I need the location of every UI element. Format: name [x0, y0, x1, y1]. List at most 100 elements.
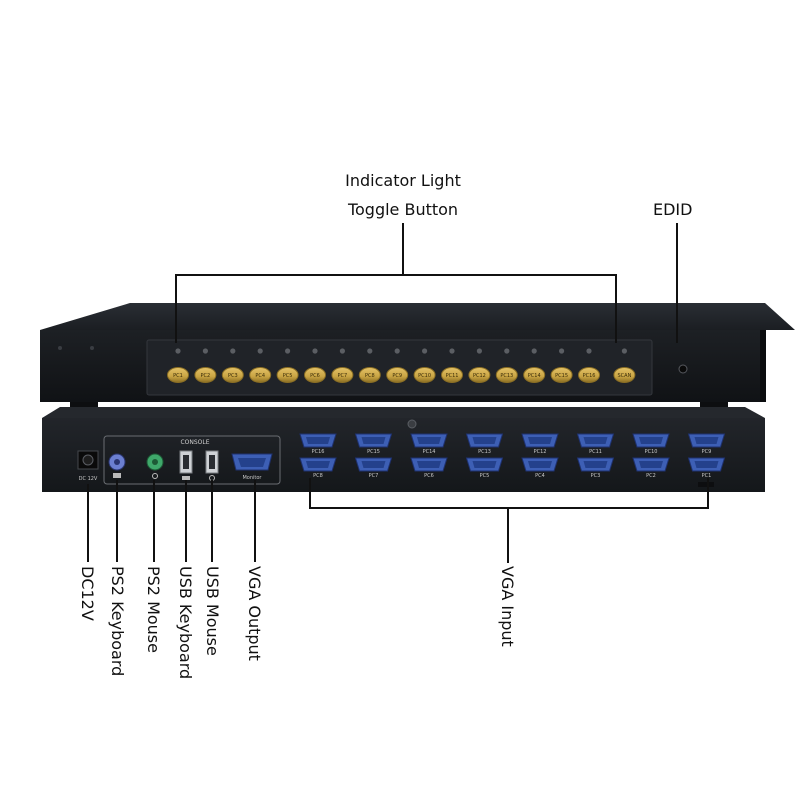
- vga-output-port[interactable]: Monitor: [231, 453, 273, 481]
- vga-input-port-label-pc12: PC12: [534, 449, 547, 455]
- indicator-led-pc6: [312, 348, 318, 354]
- vga-input-port-socket-pc5: [472, 461, 497, 468]
- indicator-led-pc13: [504, 348, 510, 354]
- toggle-button-pc13[interactable]: [495, 367, 518, 383]
- usb-keyboard-port[interactable]: [179, 450, 193, 480]
- indicator-callout-line1: Indicator Light: [345, 171, 461, 190]
- rear-unit-top-face: [42, 407, 765, 418]
- toggle-button-label-pc5: PC5: [283, 373, 293, 379]
- rear-ground-screw: [407, 419, 417, 429]
- indicator-led-pc3: [230, 348, 236, 354]
- indicator-led-pc9: [394, 348, 400, 354]
- vga-output-callout: VGA Output: [245, 566, 264, 661]
- ps2-keyboard-port[interactable]: [108, 453, 126, 478]
- toggle-button-label-pc11: PC11: [446, 373, 459, 379]
- indicator-led-scan: [621, 348, 628, 354]
- front-foot-right: [700, 402, 728, 407]
- indicator-led-pc12: [476, 348, 482, 354]
- vga-input-port-label-pc5: PC5: [480, 473, 490, 479]
- rear-unit-face: [42, 418, 765, 492]
- dc12v-port[interactable]: DC 12V: [77, 450, 99, 482]
- vga-input-port-socket-pc11: [583, 437, 608, 444]
- rear-foot-right: [698, 482, 714, 487]
- toggle-button-pc14[interactable]: [523, 367, 546, 383]
- vga-input-port-socket-pc9: [694, 437, 719, 444]
- toggle-button-label-pc15: PC15: [555, 373, 568, 379]
- front-screw-left-2: [90, 346, 94, 350]
- toggle-button-label-pc13: PC13: [500, 373, 513, 379]
- vga-input-port-socket-pc8: [306, 461, 330, 468]
- dc12v-callout: DC12V: [78, 566, 97, 621]
- toggle-button-pc12[interactable]: [468, 367, 491, 383]
- toggle-button-label-pc1: PC1: [173, 373, 183, 379]
- vga-input-port-socket-pc4: [528, 461, 552, 468]
- dc12v-port-label: DC 12V: [79, 476, 98, 482]
- toggle-button-pc15[interactable]: [550, 367, 573, 383]
- front-unit-side-edge: [760, 330, 766, 402]
- vga-input-port-label-pc6: PC6: [424, 473, 434, 479]
- front-foot-left: [70, 402, 98, 407]
- console-panel: [103, 435, 281, 485]
- indicator-led-pc16: [586, 348, 592, 354]
- toggle-button-pc10[interactable]: [413, 367, 436, 383]
- toggle-button-row: PC1 PC2 PC3 PC4 PC5 PC6 PC7 PC8 PC9 PC10 PC11 PC12 P…: [167, 348, 636, 383]
- front-unit-top-face: [40, 303, 795, 330]
- toggle-button-pc7[interactable]: [331, 367, 354, 383]
- indicator-led-pc10: [422, 348, 428, 354]
- toggle-button-pc1[interactable]: [167, 367, 189, 383]
- indicator-bracket: [175, 274, 617, 343]
- toggle-button-label-pc6: PC6: [310, 373, 320, 379]
- toggle-button-label-pc7: PC7: [338, 373, 348, 379]
- toggle-button-label-pc9: PC9: [392, 373, 402, 379]
- usb-keyboard-callout: USB Keyboard: [176, 566, 195, 680]
- ps2-mouse-port[interactable]: [146, 453, 164, 479]
- toggle-button-pc4[interactable]: [249, 367, 272, 383]
- indicator-led-pc4: [257, 348, 263, 354]
- toggle-button-label-pc10: PC10: [418, 373, 431, 379]
- toggle-button-scan[interactable]: [613, 367, 636, 383]
- indicator-led-pc7: [339, 348, 345, 354]
- edid-callout: EDID: [653, 200, 693, 219]
- toggle-button-label-pc2: PC2: [201, 373, 211, 379]
- vga-input-port-socket-pc7: [361, 461, 386, 468]
- ps2-keyboard-callout: PS2 Keyboard: [108, 566, 127, 677]
- usb-mouse-port[interactable]: [205, 450, 219, 481]
- indicator-led-pc2: [202, 348, 208, 354]
- vga-input-port-label-pc7: PC7: [369, 473, 379, 479]
- indicator-led-pc1: [175, 348, 181, 354]
- vga-input-port-label-pc14: PC14: [423, 449, 436, 455]
- toggle-button-label-pc12: PC12: [473, 373, 486, 379]
- toggle-button-pc9[interactable]: [386, 367, 409, 383]
- toggle-button-pc8[interactable]: [358, 367, 381, 383]
- toggle-button-pc5[interactable]: [276, 367, 299, 383]
- callout-lines: [87, 223, 709, 563]
- rear-unit: DC 12V CONSOLE Monitor: [42, 407, 765, 492]
- toggle-button-pc2[interactable]: [194, 367, 217, 383]
- vga-input-port-socket-pc10: [639, 437, 663, 444]
- toggle-button-label-pc3: PC3: [228, 373, 238, 379]
- indicator-callout-line2: Toggle Button: [347, 200, 459, 219]
- toggle-button-label-pc14: PC14: [528, 373, 541, 379]
- toggle-button-pc6[interactable]: [304, 367, 326, 383]
- toggle-button-pc3[interactable]: [221, 367, 244, 383]
- vga-input-port-socket-pc12: [528, 437, 552, 444]
- vga-input-port-socket-pc3: [583, 461, 608, 468]
- vga-input-port-socket-pc1: [694, 461, 719, 468]
- toggle-button-label-pc4: PC4: [255, 373, 265, 379]
- toggle-button-pc16[interactable]: [578, 367, 600, 383]
- toggle-button-label-pc16: PC16: [583, 373, 596, 379]
- vga-input-port-socket-pc14: [417, 437, 441, 444]
- edid-button[interactable]: [678, 364, 688, 374]
- vga-input-port-socket-pc13: [472, 437, 497, 444]
- toggle-button-label-pc8: PC8: [365, 373, 375, 379]
- vga-input-port-label-pc16: PC16: [312, 449, 325, 455]
- console-label: CONSOLE: [180, 439, 209, 446]
- toggle-button-pc11[interactable]: [441, 367, 463, 383]
- vga-input-port-socket-pc15: [361, 437, 386, 444]
- toggle-button-label-scan: SCAN: [617, 373, 631, 379]
- vga-input-port-label-pc11: PC11: [589, 449, 602, 455]
- front-screw-left-1: [58, 346, 62, 350]
- vga-input-port-label-pc2: PC2: [646, 473, 656, 479]
- vga-input-port-socket-pc2: [639, 461, 663, 468]
